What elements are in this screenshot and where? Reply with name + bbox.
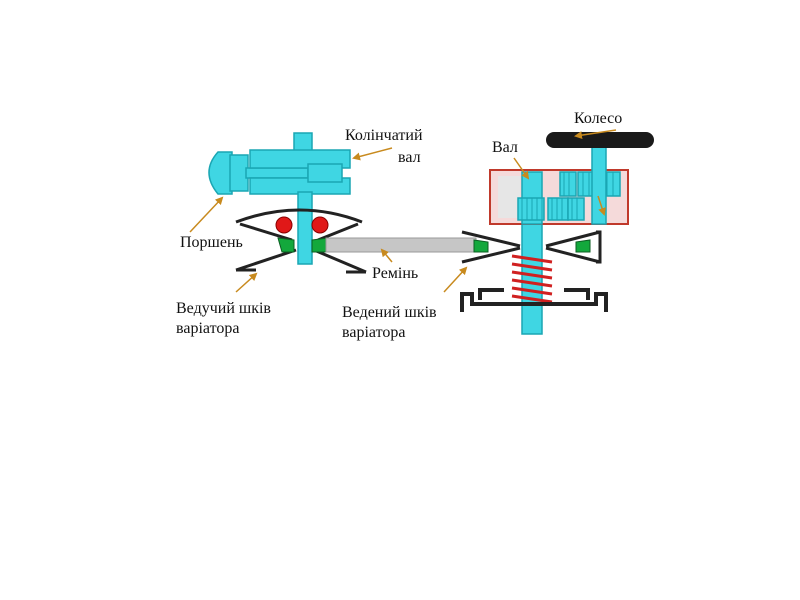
driven-roller-left [473, 239, 489, 253]
centrifugal-weight-right [311, 216, 329, 234]
driven-pulley-left-upper [461, 230, 521, 248]
driven-pulley-right-cap [596, 230, 602, 264]
clutch-inner-left [478, 288, 504, 300]
gear-lower-left [517, 197, 545, 221]
piston-head [208, 151, 233, 195]
wheel-tire [546, 132, 654, 148]
drive-roller-left [277, 237, 295, 253]
arrow-belt [380, 248, 393, 263]
drive-pulley-lower-flange-right [313, 248, 367, 274]
arrow-shaft [513, 157, 530, 180]
centrifugal-weight-left [275, 216, 293, 234]
arrow-gearbox-inner [597, 195, 606, 216]
arrow-drive-pulley [235, 272, 258, 293]
arrow-wheel [574, 129, 617, 140]
leader-arrows [189, 129, 617, 293]
clutch-housing [460, 292, 608, 312]
label-crankshaft-line1: Колінчатий [345, 127, 423, 144]
drive-pulley-lower-flange-left [235, 248, 297, 272]
label-shaft: Вал [492, 139, 518, 156]
label-belt: Ремінь [372, 265, 418, 282]
driven-pulley-left-lower [461, 246, 521, 264]
drive-pulley-upper-cone-left [239, 222, 293, 242]
label-drive-pulley-line2: варіатора [176, 320, 239, 337]
label-driven-pulley-line2: варіатора [342, 324, 405, 341]
belt [325, 237, 477, 253]
label-wheel: Колесо [574, 110, 622, 127]
gearbox [489, 169, 629, 225]
wheel [546, 132, 654, 225]
clutch-inner-right [564, 288, 590, 300]
crank-center [307, 163, 343, 183]
driven-pulley-right-upper [545, 230, 601, 248]
driven-pulley-right-lower [545, 246, 601, 264]
arrow-crankshaft [352, 147, 393, 161]
gear-lower-right [567, 197, 585, 221]
drive-pulley-upper-cone-right [317, 222, 359, 242]
label-piston: Поршень [180, 234, 243, 251]
label-drive-pulley-line1: Ведучий шків [176, 300, 271, 317]
driven-spring [511, 254, 553, 304]
driven-roller-right [575, 239, 591, 253]
crank-output-shaft [297, 191, 313, 265]
arrow-piston [189, 196, 224, 233]
drive-pulley-upper-flange [235, 208, 363, 224]
label-crankshaft-line2: вал [398, 149, 421, 166]
arrow-driven-pulley [443, 266, 468, 293]
drive-pulley [235, 208, 367, 274]
connecting-rod [245, 167, 309, 179]
gear-lower-middle [547, 197, 569, 221]
label-driven-pulley-line1: Ведений шків [342, 304, 437, 321]
gear-upper-small [559, 171, 577, 197]
gearbox-inner [498, 176, 520, 218]
